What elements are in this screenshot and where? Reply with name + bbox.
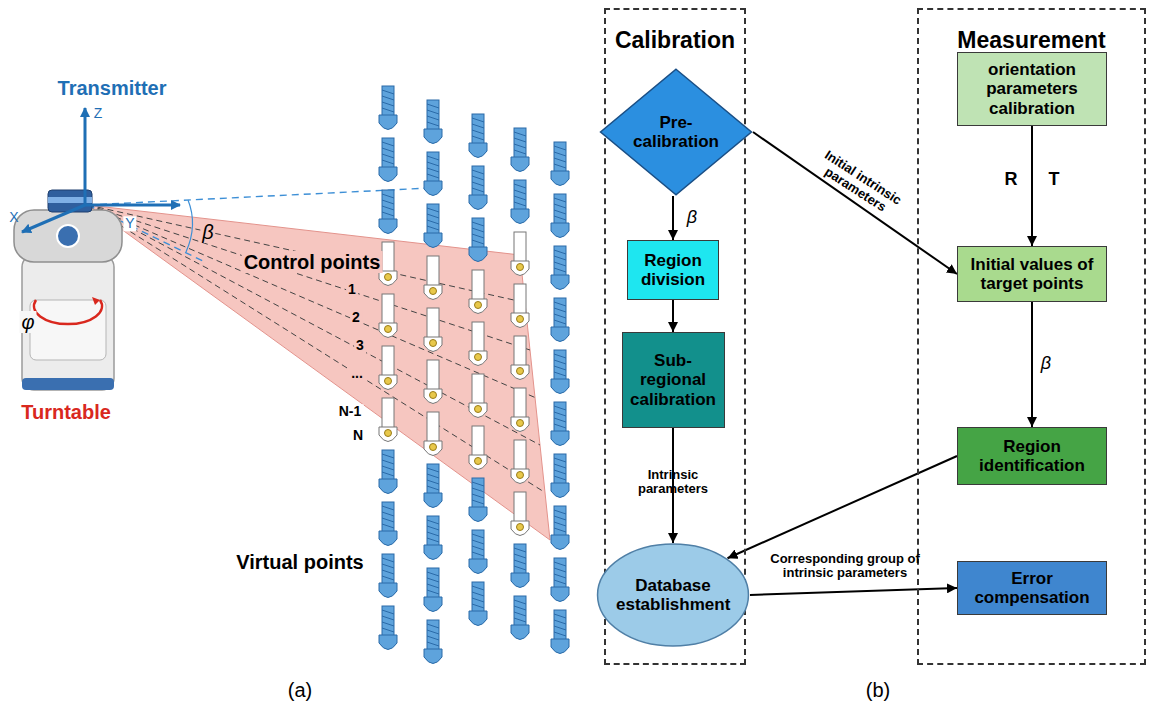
angle-label: φ (19, 311, 36, 333)
edge-label: β (687, 208, 697, 228)
edge-label: β (1041, 354, 1051, 374)
axis-label: Y (123, 216, 136, 231)
node-text: Database establishment (616, 576, 730, 614)
panel-heading: Calibration (615, 28, 735, 54)
database-ellipse: Database establishment (596, 543, 750, 647)
callout-number: N-1 (337, 404, 364, 419)
calibration-panel: Pre-calibrationRegion divisionSub-region… (604, 8, 746, 665)
axes (22, 108, 180, 232)
flow-arrow (750, 588, 957, 595)
panel-label: (b) (864, 679, 892, 701)
flow-arrow (672, 300, 674, 332)
callout-number: N (351, 428, 365, 443)
callout-number: 3 (354, 338, 366, 353)
node-text: Pre-calibration (633, 113, 719, 151)
process-box: Sub-regional calibration (622, 332, 725, 428)
flow-arrow (727, 456, 957, 558)
process-box: Error compensation (957, 561, 1107, 615)
edge-label: R T (1005, 170, 1060, 190)
flow-arrow (672, 196, 674, 240)
robot-turntable (14, 190, 122, 390)
angle-arc (186, 200, 193, 252)
node-text: Sub-regional calibration (630, 351, 716, 408)
node-text: Region identification (968, 437, 1097, 475)
callout-number: 2 (350, 310, 362, 325)
part-label: Control points (242, 251, 383, 273)
flow-arrow (753, 132, 957, 274)
measurement-fan (88, 205, 550, 540)
axis-label: X (7, 210, 20, 225)
target-markers (379, 86, 569, 664)
node-text: Initial values of target points (968, 255, 1097, 293)
edge-label: Initial intrinsic parameters (801, 139, 917, 228)
process-box: Initial values of target points (957, 246, 1107, 302)
process-box: orientation parameters calibration (957, 52, 1107, 126)
flow-arrow (1031, 302, 1033, 427)
part-label: Virtual points (234, 551, 365, 573)
node-text: orientation parameters calibration (968, 60, 1097, 117)
node-text: Region division (635, 251, 711, 289)
part-label: Transmitter (56, 77, 169, 99)
angle-line (88, 188, 430, 205)
measurement-panel: orientation parameters calibrationInitia… (917, 8, 1146, 665)
callout-number: 1 (346, 282, 358, 297)
sub-region-lines (88, 205, 545, 493)
part-label: Turntable (19, 401, 113, 423)
process-box: Region identification (957, 427, 1107, 485)
panel-label: (a) (286, 679, 314, 701)
callout-number: ... (349, 366, 365, 381)
axis-label: Z (92, 106, 105, 121)
panel-heading: Measurement (957, 28, 1105, 54)
angle-label: β (200, 221, 215, 243)
edge-label: Corresponding group of intrinsic paramet… (760, 552, 930, 581)
node-text: Error compensation (968, 569, 1097, 607)
decision-diamond: Pre-calibration (599, 68, 753, 196)
process-box: Region division (627, 240, 719, 300)
edge-label: Intrinsic parameters (623, 468, 723, 497)
